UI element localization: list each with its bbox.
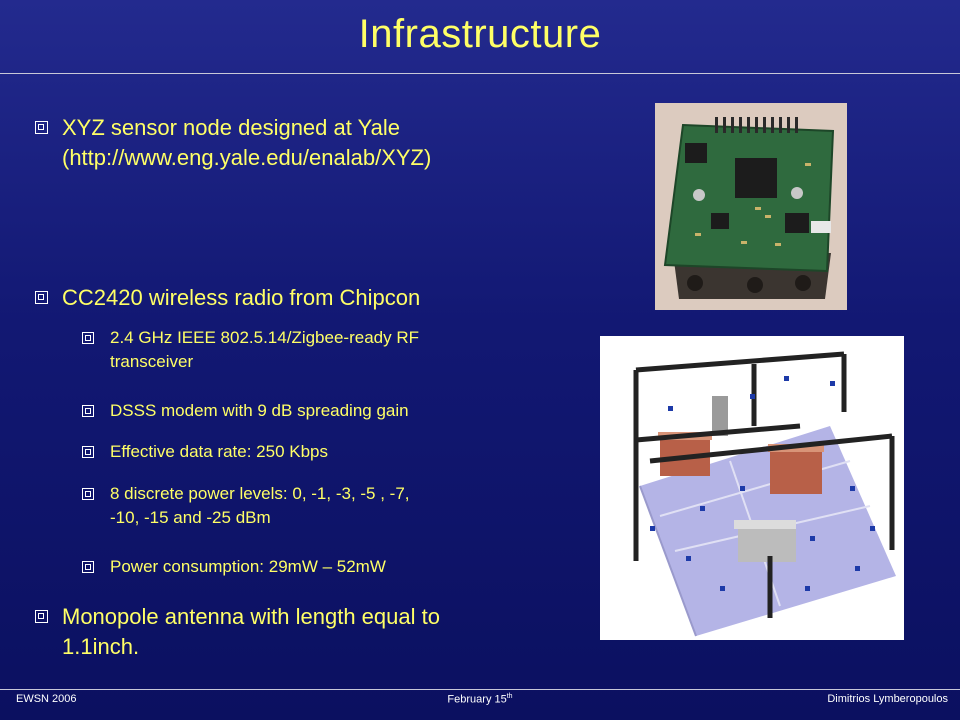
title-divider <box>0 73 960 74</box>
sub-bullet-power-consumption: Power consumption: 29mW – 52mW <box>110 557 386 576</box>
sub-bullet-marker-icon <box>82 488 94 500</box>
sub-bullet-text: 8 discrete power levels: 0, -1, -3, -5 ,… <box>110 484 410 503</box>
footer-date: February 15th <box>0 693 960 706</box>
bullet-marker-icon <box>35 291 48 304</box>
sub-bullet-dsss: DSSS modem with 9 dB spreading gain <box>110 401 409 420</box>
sub-bullet-data-rate: Effective data rate: 250 Kbps <box>110 442 328 461</box>
sub-bullet-marker-icon <box>82 405 94 417</box>
footer-conference: EWSN 2006 <box>16 693 77 705</box>
bullet-text: 1.1inch. <box>62 634 140 659</box>
bullet-link-text: (http://www.eng.yale.edu/enalab/XYZ) <box>62 145 432 170</box>
footer-author: Dimitrios Lymberopoulos <box>827 693 948 705</box>
footer-date-text: February 15 <box>447 693 507 706</box>
bullet-text: XYZ sensor node designed at Yale <box>62 115 400 140</box>
sub-bullet-marker-icon <box>82 561 94 573</box>
sub-bullet-text: transceiver <box>110 352 194 371</box>
bullet-text: Monopole antenna with length equal to <box>62 604 440 629</box>
footer-date-suffix: th <box>506 693 513 700</box>
sub-bullet-marker-icon <box>82 446 94 458</box>
slide-title: Infrastructure <box>358 12 602 56</box>
sub-bullet-transceiver: 2.4 GHz IEEE 802.5.14/Zigbee-ready RF tr… <box>110 326 550 374</box>
testbed-diagram-image <box>600 336 904 640</box>
bullet-marker-icon <box>35 121 48 134</box>
sub-bullet-text: -10, -15 and -25 dBm <box>110 508 271 527</box>
sub-bullet-marker-icon <box>82 332 94 344</box>
bullet-xyz: XYZ sensor node designed at Yale (http:/… <box>62 113 542 173</box>
xyz-sensor-node-photo <box>655 103 847 310</box>
bullet-antenna: Monopole antenna with length equal to 1.… <box>62 602 542 662</box>
sub-bullet-text: 2.4 GHz IEEE 802.5.14/Zigbee-ready RF <box>110 328 419 347</box>
sub-bullet-power-levels: 8 discrete power levels: 0, -1, -3, -5 ,… <box>110 482 550 530</box>
bullet-cc2420: CC2420 wireless radio from Chipcon <box>62 285 421 310</box>
bullet-marker-icon <box>35 610 48 623</box>
testbed-3d-rendering <box>600 336 904 640</box>
footer-divider <box>0 689 960 690</box>
sensor-board-image <box>655 103 847 310</box>
